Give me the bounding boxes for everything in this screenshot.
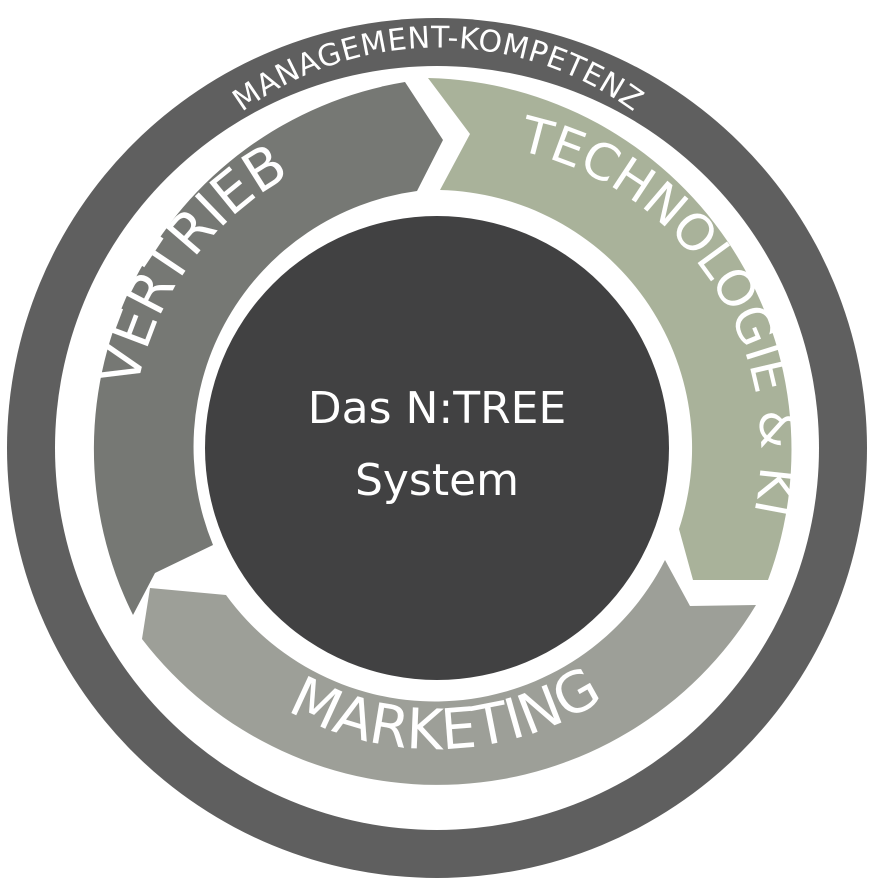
- center-core: [205, 216, 669, 680]
- marketing-segment: [142, 560, 756, 785]
- center-title-line1: Das N:TREE: [308, 383, 567, 434]
- center-title-line2: System: [355, 455, 519, 506]
- vertrieb-segment: [93, 82, 444, 615]
- technologie-segment: [428, 78, 792, 580]
